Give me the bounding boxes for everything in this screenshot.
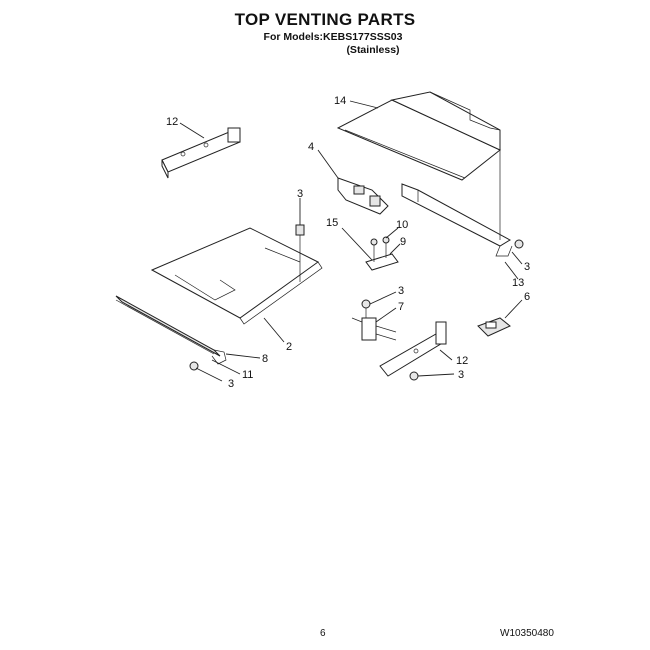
document-code: W10350480 <box>500 628 554 639</box>
callout-7: 7 <box>398 301 404 313</box>
callout-3-right: 3 <box>524 261 530 273</box>
callout-4: 4 <box>308 141 314 153</box>
part-4-switch <box>337 177 389 215</box>
part-14-vent-plate <box>336 91 501 181</box>
callout-3-bottom-right: 3 <box>458 369 464 381</box>
part-12-bracket-left <box>161 127 241 179</box>
screw-3-bottom-right <box>409 371 419 381</box>
callout-11: 11 <box>242 369 253 381</box>
callout-3-bottom-left: 3 <box>228 378 234 390</box>
callout-6: 6 <box>524 291 530 303</box>
callout-12-bottom: 12 <box>456 355 468 367</box>
part-9-bracket-with-screws <box>365 236 399 271</box>
callout-12-top: 12 <box>166 116 178 128</box>
screw-3-right <box>514 239 524 249</box>
callout-3-top: 3 <box>297 188 303 200</box>
callout-2: 2 <box>286 341 292 353</box>
page-number: 6 <box>320 628 326 639</box>
callout-14: 14 <box>334 95 346 107</box>
part-2-vent-panel <box>150 227 323 325</box>
callout-10: 10 <box>396 219 408 231</box>
callout-13: 13 <box>512 277 524 289</box>
callout-9: 9 <box>400 236 406 248</box>
part-8-lower-strip <box>115 295 227 365</box>
part-13-rear-channel <box>401 150 513 257</box>
models-line: For Models:KEBS177SSS03 <box>263 31 403 43</box>
callout-3-mid: 3 <box>398 285 404 297</box>
callout-8: 8 <box>262 353 268 365</box>
part-7-thermostat <box>351 317 397 341</box>
variant-line: (Stainless) <box>346 44 400 56</box>
part-6-clip <box>477 317 511 337</box>
page-title: TOP VENTING PARTS <box>234 10 416 29</box>
part-12-bracket-bottom <box>379 321 447 377</box>
callout-15: 15 <box>326 217 338 229</box>
leader-lines <box>179 100 523 382</box>
